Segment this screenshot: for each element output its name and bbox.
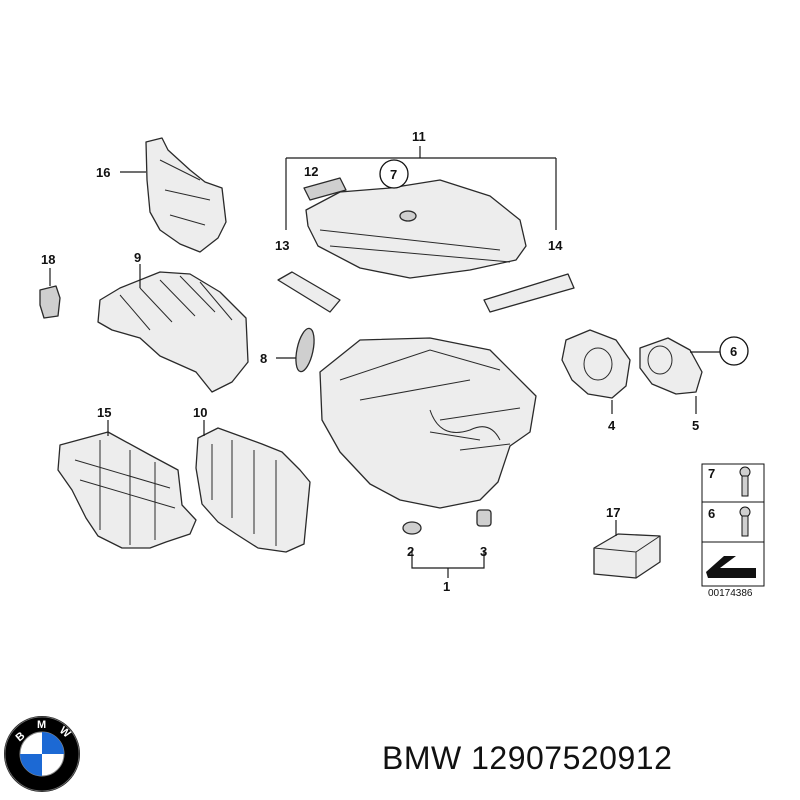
part-12-clip	[303, 177, 347, 201]
callout-6: 6	[730, 344, 737, 359]
diagram-id: 00174386	[708, 588, 753, 599]
callout-3: 3	[480, 544, 487, 559]
legend-item-7: 7	[708, 466, 715, 481]
legend-item-6: 6	[708, 506, 715, 521]
callout-4: 4	[608, 418, 616, 433]
screw-icon	[739, 466, 751, 497]
callout-7: 7	[390, 167, 397, 182]
leader-1	[411, 550, 485, 569]
callout-12: 12	[304, 164, 318, 179]
callout-9: 9	[134, 250, 141, 265]
callout-10: 10	[193, 405, 207, 420]
callout-18: 18	[41, 252, 55, 267]
part-15-fuse-carrier	[57, 431, 197, 549]
bmw-logo: B M W	[4, 716, 80, 792]
part-11-lid	[305, 179, 527, 279]
part-number-caption: BMW 12907520912	[382, 740, 673, 776]
callout-16: 16	[96, 165, 110, 180]
callout-2: 2	[407, 544, 414, 559]
part-3-nut	[476, 509, 492, 527]
callout-6-circle	[719, 336, 749, 366]
part-4-connector	[561, 329, 631, 399]
callout-17: 17	[606, 505, 620, 520]
svg-text:M: M	[37, 719, 46, 731]
callout-1: 1	[443, 579, 450, 594]
part-10-cover	[195, 427, 311, 553]
screw-legend: 7 6	[701, 463, 765, 587]
screw-icon	[739, 506, 751, 537]
callout-14: 14	[548, 238, 563, 253]
part-5-pipe	[639, 337, 703, 395]
part-18-clip	[39, 285, 61, 319]
part-8-seal	[295, 327, 315, 373]
part-14-rail	[483, 273, 575, 313]
callout-13: 13	[275, 238, 289, 253]
part-2-grommet	[402, 521, 422, 535]
part-13-rail	[277, 271, 341, 313]
callout-8: 8	[260, 351, 267, 366]
arrow-icon	[706, 556, 756, 578]
part-9-relay-carrier	[97, 271, 249, 393]
callout-7-circle	[379, 159, 409, 189]
part-1-housing	[319, 337, 537, 509]
callout-5: 5	[692, 418, 699, 433]
callout-11: 11	[412, 129, 426, 144]
part-17-pad	[593, 533, 661, 579]
callout-15: 15	[97, 405, 111, 420]
part-16-bracket	[145, 137, 227, 253]
